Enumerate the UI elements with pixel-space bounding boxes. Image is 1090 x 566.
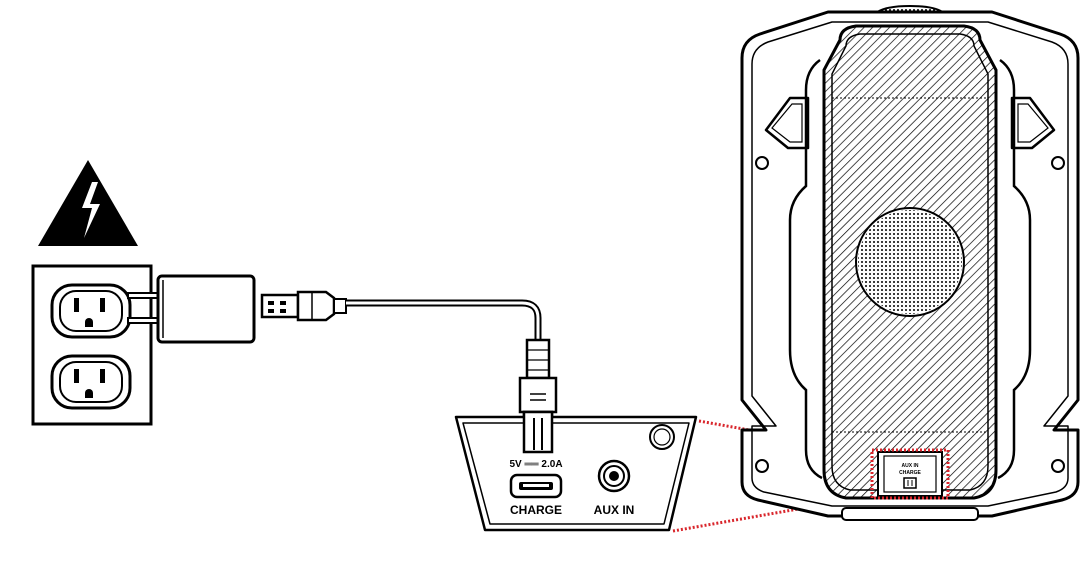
charge-port-label: CHARGE bbox=[510, 503, 562, 517]
aux-in-jack bbox=[597, 459, 631, 493]
aux-in-label: AUX IN bbox=[594, 503, 635, 517]
usb-cable bbox=[346, 299, 542, 340]
speaker-port-cover: AUX IN CHARGE bbox=[877, 451, 943, 497]
speaker-charge-label: CHARGE bbox=[899, 470, 921, 476]
speaker-aux-label: AUX IN bbox=[902, 463, 919, 469]
speaker-grille bbox=[822, 24, 998, 500]
charge-port bbox=[509, 473, 563, 499]
power-rating-label: 5V ══ 2.0A bbox=[509, 459, 562, 470]
outlet-socket-lower bbox=[50, 354, 132, 410]
usb-a-plug-icon bbox=[260, 290, 347, 322]
speaker-body: AUX IN CHARGE bbox=[740, 4, 1080, 521]
usb-adapter-icon bbox=[127, 274, 256, 344]
outlet-socket-upper bbox=[50, 283, 132, 339]
port-panel: 5V ══ 2.0A CHARGE AUX IN bbox=[454, 410, 698, 532]
electric-warning-icon bbox=[38, 160, 138, 246]
port-highlight-box bbox=[870, 448, 950, 500]
wall-outlet-icon bbox=[31, 264, 153, 426]
